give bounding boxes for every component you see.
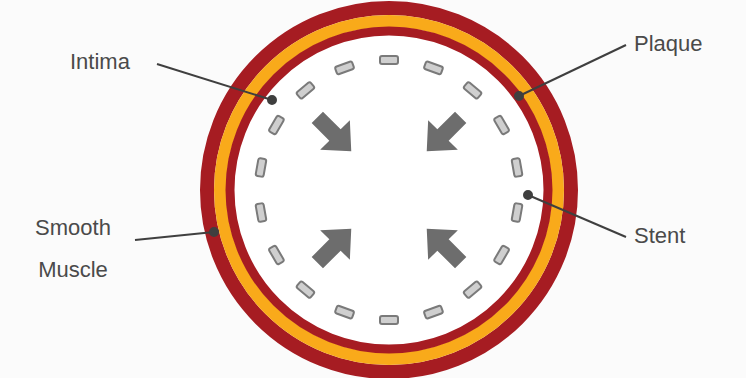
part-label: Plaque xyxy=(634,31,703,57)
part-label: Intima xyxy=(70,49,130,75)
intima-ring xyxy=(230,31,548,349)
leader-lines xyxy=(135,45,626,240)
stent-struts xyxy=(255,56,522,324)
part-label: Stent xyxy=(634,223,685,249)
part-label: Smooth Muscle xyxy=(14,207,132,291)
plaque-ring xyxy=(220,21,558,359)
pressure-arrows xyxy=(302,102,475,277)
smooth-muscle-ring xyxy=(207,8,571,372)
